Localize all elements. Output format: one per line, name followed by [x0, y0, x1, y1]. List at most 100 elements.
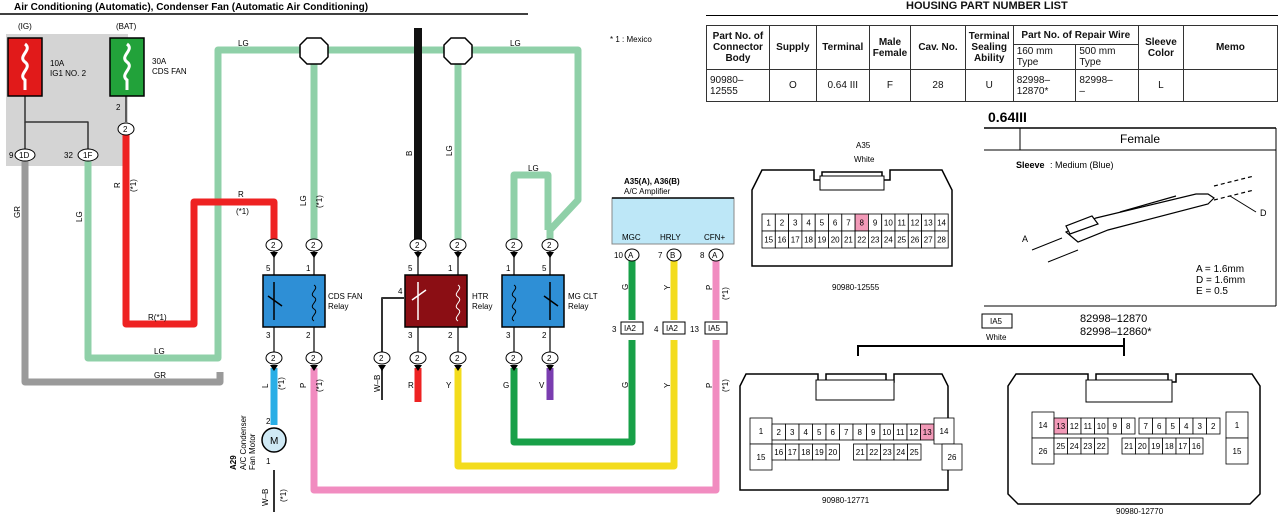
connector-cell: 26 [907, 230, 922, 249]
svg-text:GR: GR [13, 206, 22, 218]
connector-cell: 18 [801, 230, 816, 249]
terminal-gender: Female [1120, 132, 1160, 146]
svg-text:A/C Condenser: A/C Condenser [239, 415, 248, 470]
connector-cell: 20 [828, 230, 843, 249]
fuse-connectors: 9 1D 32 1F 2 2 [9, 103, 135, 162]
svg-text:B: B [405, 151, 414, 156]
svg-text:3: 3 [793, 219, 798, 228]
svg-text:1: 1 [1235, 421, 1240, 430]
connector-cell: 6 [1152, 417, 1167, 435]
col-terminal: Terminal [815, 25, 870, 70]
svg-text:W–B: W–B [373, 375, 382, 392]
svg-text:3: 3 [408, 331, 413, 340]
fuse-cds-supply: (BAT) [116, 22, 137, 31]
svg-text:A35: A35 [856, 141, 871, 150]
svg-text:21: 21 [856, 448, 865, 457]
connector-cell: 14 [933, 417, 955, 445]
svg-text:4: 4 [806, 219, 811, 228]
svg-text:2: 2 [415, 241, 420, 250]
pin-oval: 2 [265, 238, 283, 258]
svg-text:2: 2 [455, 354, 460, 363]
svg-text:2: 2 [306, 331, 311, 340]
svg-text:7: 7 [1144, 422, 1149, 431]
svg-text:9: 9 [873, 219, 878, 228]
fuse-cds-name: CDS FAN [152, 67, 187, 76]
svg-text:G: G [503, 381, 509, 390]
svg-text:21: 21 [844, 236, 853, 245]
svg-text:A29: A29 [229, 455, 238, 470]
svg-text:IA2: IA2 [666, 324, 679, 333]
connector-cell: 17 [788, 230, 803, 249]
svg-text:17: 17 [791, 236, 800, 245]
svg-text:LG: LG [154, 347, 165, 356]
relay-mg-name: MG CLT [568, 292, 598, 301]
svg-text:2: 2 [379, 354, 384, 363]
connector-cell: 21 [853, 443, 868, 461]
svg-text:7: 7 [846, 219, 851, 228]
connector-cell: 19 [1148, 437, 1163, 455]
pin-oval: 2 [541, 351, 559, 371]
connector-cell: 1 [761, 213, 776, 232]
svg-text:1: 1 [506, 264, 511, 273]
svg-text:GR: GR [154, 371, 166, 380]
svg-text:14: 14 [940, 427, 949, 436]
svg-text:2: 2 [1211, 422, 1216, 431]
svg-text:15: 15 [757, 453, 766, 462]
connector-cell: 8 [1121, 417, 1136, 435]
relay-htr-sub: Relay [472, 302, 492, 311]
terminal-info-panel: 0.64III Female Sleeve : Medium (Blue) A … [984, 109, 1277, 307]
svg-text:5: 5 [820, 219, 825, 228]
pin-oval: 2 [305, 238, 323, 258]
svg-text:A = 1.6mm: A = 1.6mm [1196, 264, 1244, 275]
cell-160mm: 82998–12870* [1012, 69, 1077, 102]
svg-text:1: 1 [306, 264, 311, 273]
connector-cell: 8 [852, 423, 867, 441]
svg-text:5: 5 [542, 264, 547, 273]
svg-text:A: A [1022, 234, 1028, 244]
fuse-cds-fan: (BAT) 30A CDS FAN [109, 22, 187, 97]
fuse-ig1: (IG) 10A IG1 NO. 2 [7, 22, 87, 97]
svg-text:3: 3 [790, 428, 795, 437]
connector-cell: 1 [749, 417, 773, 445]
svg-text:3: 3 [506, 331, 511, 340]
cell-supply: O [768, 69, 817, 102]
cell-sealing: U [964, 69, 1014, 102]
housing-title: HOUSING PART NUMBER LIST [906, 0, 1068, 12]
mexico-note: * 1 : Mexico [610, 35, 652, 44]
fuse-ig1-rating: 10A [50, 59, 65, 68]
connector-cell: 7 [1138, 417, 1153, 435]
svg-text:W–B: W–B [261, 489, 270, 506]
svg-text:2: 2 [542, 331, 547, 340]
connector-cell: 5 [1165, 417, 1180, 435]
svg-text:HRLY: HRLY [660, 233, 681, 242]
connector-cell: 11 [893, 423, 908, 441]
cell-sleeve: L [1137, 69, 1184, 102]
svg-text:2: 2 [777, 428, 782, 437]
connector-cell: 23 [1080, 437, 1095, 455]
relay-mg-sub: Relay [568, 302, 588, 311]
svg-text:Y: Y [663, 382, 672, 388]
splice-connectors: 3 IA2 4 IA2 13 IA5 [612, 321, 728, 335]
svg-text:82998–12870: 82998–12870 [1080, 313, 1147, 325]
pin-oval: 2 [541, 238, 559, 258]
svg-text:13: 13 [923, 428, 932, 437]
svg-text:3: 3 [1198, 422, 1203, 431]
connector-cell: 26 [941, 443, 963, 471]
svg-text:17: 17 [1178, 442, 1187, 451]
svg-text:10: 10 [882, 428, 891, 437]
svg-text:7: 7 [658, 251, 663, 260]
svg-text:Fan Motor: Fan Motor [248, 433, 257, 470]
svg-text:25: 25 [1056, 442, 1065, 451]
connector-cell: 16 [1189, 437, 1204, 455]
wire-labels: LG LG GR LG R (*1) R (*1) R(*1) LG GR LG… [13, 39, 730, 506]
pin-oval: 2 [449, 351, 467, 371]
svg-text:White: White [986, 333, 1007, 342]
pin-oval: 2 [373, 351, 391, 371]
connector-cell: 22 [854, 230, 869, 249]
connector-cell: 14 [1031, 411, 1055, 439]
relay-htr: HTR Relay 5 1 4 3 2 [398, 264, 492, 340]
svg-text:2: 2 [780, 219, 785, 228]
connector-cell: 18 [798, 443, 813, 461]
svg-text:LG: LG [75, 211, 84, 222]
svg-text:8: 8 [700, 251, 705, 260]
